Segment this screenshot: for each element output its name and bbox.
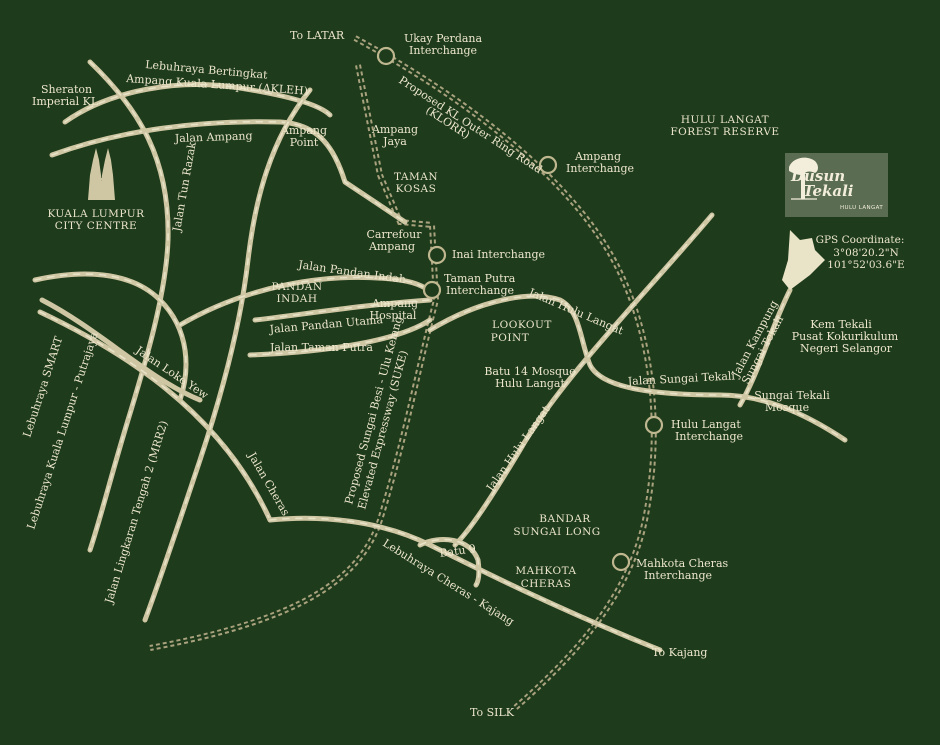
interchange-taman-putra[interactable]	[422, 280, 442, 300]
label-forest-2: FOREST RESERVE	[670, 126, 779, 138]
klcc-towers-icon	[88, 148, 115, 200]
label-ampang-point-2: Point	[290, 136, 319, 149]
label-klorr-1: Proposed KL Outer Ring Road	[396, 74, 544, 177]
label-mahkota-cheras-ic-2: Interchange	[644, 569, 712, 582]
label-sheraton-2: Imperial KL	[32, 95, 99, 108]
gps-lon: 101°52'03.6"E	[827, 259, 904, 271]
label-bandar-sungai-long-1: BANDAR	[539, 513, 591, 525]
dusun-tekali-logo[interactable]: Dusun Tekali HULU LANGAT	[785, 153, 888, 217]
label-klcc-1: KUALA LUMPUR	[47, 208, 145, 220]
label-hulu-langat-ic-1: Hulu Langat	[671, 418, 741, 431]
label-to-latar: To LATAR	[290, 29, 345, 42]
label-ukay-perdana-1: Ukay Perdana	[404, 32, 483, 45]
label-sheraton-1: Sheraton	[41, 83, 92, 96]
label-taman-kosas-1: TAMAN	[394, 171, 438, 183]
label-jalan-taman-putra: Jalan Taman Putra	[269, 341, 373, 354]
label-ampang-jaya-2: Jaya	[382, 135, 407, 148]
label-bandar-sungai-long-2: SUNGAI LONG	[513, 526, 600, 538]
label-taman-putra-ic-1: Taman Putra	[444, 272, 516, 285]
label-inai-ic: Inai Interchange	[452, 248, 545, 261]
label-kem-tekali-3: Negeri Selangor	[800, 342, 893, 355]
label-carrefour-2: Ampang	[368, 240, 415, 253]
label-kem-tekali-2: Pusat Kokurikulum	[792, 330, 899, 343]
interchange-inai[interactable]	[427, 245, 447, 265]
label-to-kajang: To Kajang	[652, 646, 707, 659]
label-lookout-2: POINT	[491, 332, 530, 344]
highway-klorr	[353, 35, 657, 711]
tree-icon	[789, 157, 818, 200]
interchange-ampang[interactable]	[538, 155, 558, 175]
label-sungai-tekali-mosque-1: Sungai Tekali	[754, 389, 830, 402]
label-ampang-hospital-1: Ampang	[371, 297, 418, 310]
label-batu9: Batu 9	[439, 542, 477, 560]
interchange-hulu-langat[interactable]	[644, 415, 664, 435]
label-lookout-1: LOOKOUT	[492, 319, 552, 331]
roads	[32, 59, 848, 653]
label-mahkota-cheras-1: MAHKOTA	[515, 565, 576, 577]
label-pandan-indah-2: INDAH	[277, 293, 318, 305]
logo-subtitle: HULU LANGAT	[840, 205, 884, 211]
label-kem-tekali-1: Kem Tekali	[810, 318, 872, 331]
label-jalan-ampang: Jalan Ampang	[174, 129, 253, 145]
label-ampang-hospital-2: Hospital	[370, 309, 417, 322]
label-mahkota-cheras-2: CHERAS	[521, 578, 572, 590]
logo-line2: Tekali	[803, 182, 854, 200]
interchanges	[376, 46, 664, 572]
label-forest-1: HULU LANGAT	[681, 114, 769, 126]
site-marker	[782, 230, 825, 290]
label-jalan-hulu-langat-2: Jalan Hulu Langat	[483, 403, 553, 495]
interchange-mahkota-cheras[interactable]	[611, 552, 631, 572]
label-ampang-point-1: Ampang	[280, 124, 327, 137]
interchange-ukay-perdana[interactable]	[376, 46, 396, 66]
label-batu14-1: Batu 14 Mosque	[484, 365, 575, 378]
label-klcc-2: CITY CENTRE	[55, 220, 137, 232]
label-mahkota-cheras-ic-1: Mahkota Cheras	[636, 557, 728, 570]
label-ampang-ic-1: Ampang	[574, 150, 621, 163]
label-ukay-perdana-2: Interchange	[409, 44, 477, 57]
gps-lat: 3°08'20.2"N	[833, 247, 899, 259]
gps-title: GPS Coordinate:	[816, 234, 905, 246]
label-ampang-ic-2: Interchange	[566, 162, 634, 175]
label-taman-kosas-2: KOSAS	[396, 183, 437, 195]
label-jalan-sungai-tekali: Jalan Sungai Tekali	[626, 369, 735, 388]
label-to-silk: To SILK	[470, 706, 515, 719]
label-ampang-jaya-1: Ampang	[371, 123, 418, 136]
label-carrefour-1: Carrefour	[366, 228, 422, 241]
label-taman-putra-ic-2: Interchange	[446, 284, 514, 297]
label-hulu-langat-ic-2: Interchange	[675, 430, 743, 443]
label-jalan-tun-razak: Jalan Tun Razak	[170, 141, 199, 234]
label-sungai-tekali-mosque-2: Mosque	[765, 401, 809, 414]
label-lebuhraya-kl-putrajaya: Lebuhraya Kuala Lumpur - Putrajaya	[24, 330, 100, 531]
label-pandan-indah-1: PANDAN	[271, 281, 322, 293]
label-batu14-2: Hulu Langat	[495, 377, 565, 390]
